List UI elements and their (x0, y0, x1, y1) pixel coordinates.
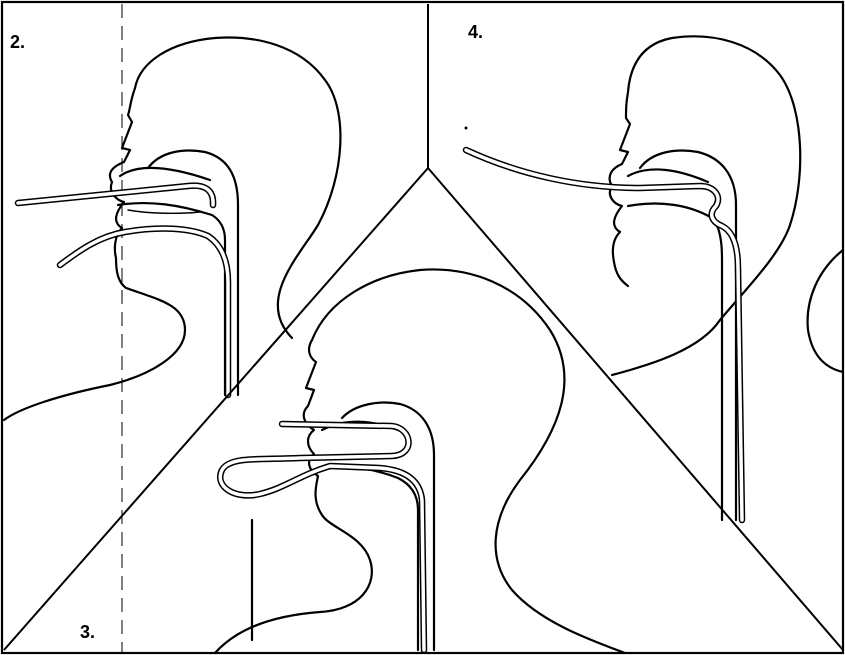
panel-4-palate (628, 169, 708, 182)
panel-3-label: 3. (80, 622, 95, 642)
panel-3-tongue (318, 467, 418, 650)
panel-4-tube (466, 150, 742, 520)
panel-4-speck (465, 127, 468, 130)
panel-3-illustration (215, 269, 625, 653)
panel-4-illustration (465, 36, 844, 520)
panel-4-tongue (628, 203, 722, 520)
panel-2-tube-oral (18, 186, 213, 205)
panel-2-palate (120, 168, 210, 180)
panel-4-back-contour (808, 250, 843, 372)
divider-right-diagonal (428, 168, 843, 650)
panel-4-label: 4. (468, 22, 483, 42)
panel-2-lip (128, 210, 200, 213)
panel-4-head-outline (610, 36, 801, 375)
panel-2-illustration (4, 37, 340, 640)
panel-2-label: 2. (10, 32, 25, 52)
panel-2-tube-pharyngeal (60, 229, 228, 395)
